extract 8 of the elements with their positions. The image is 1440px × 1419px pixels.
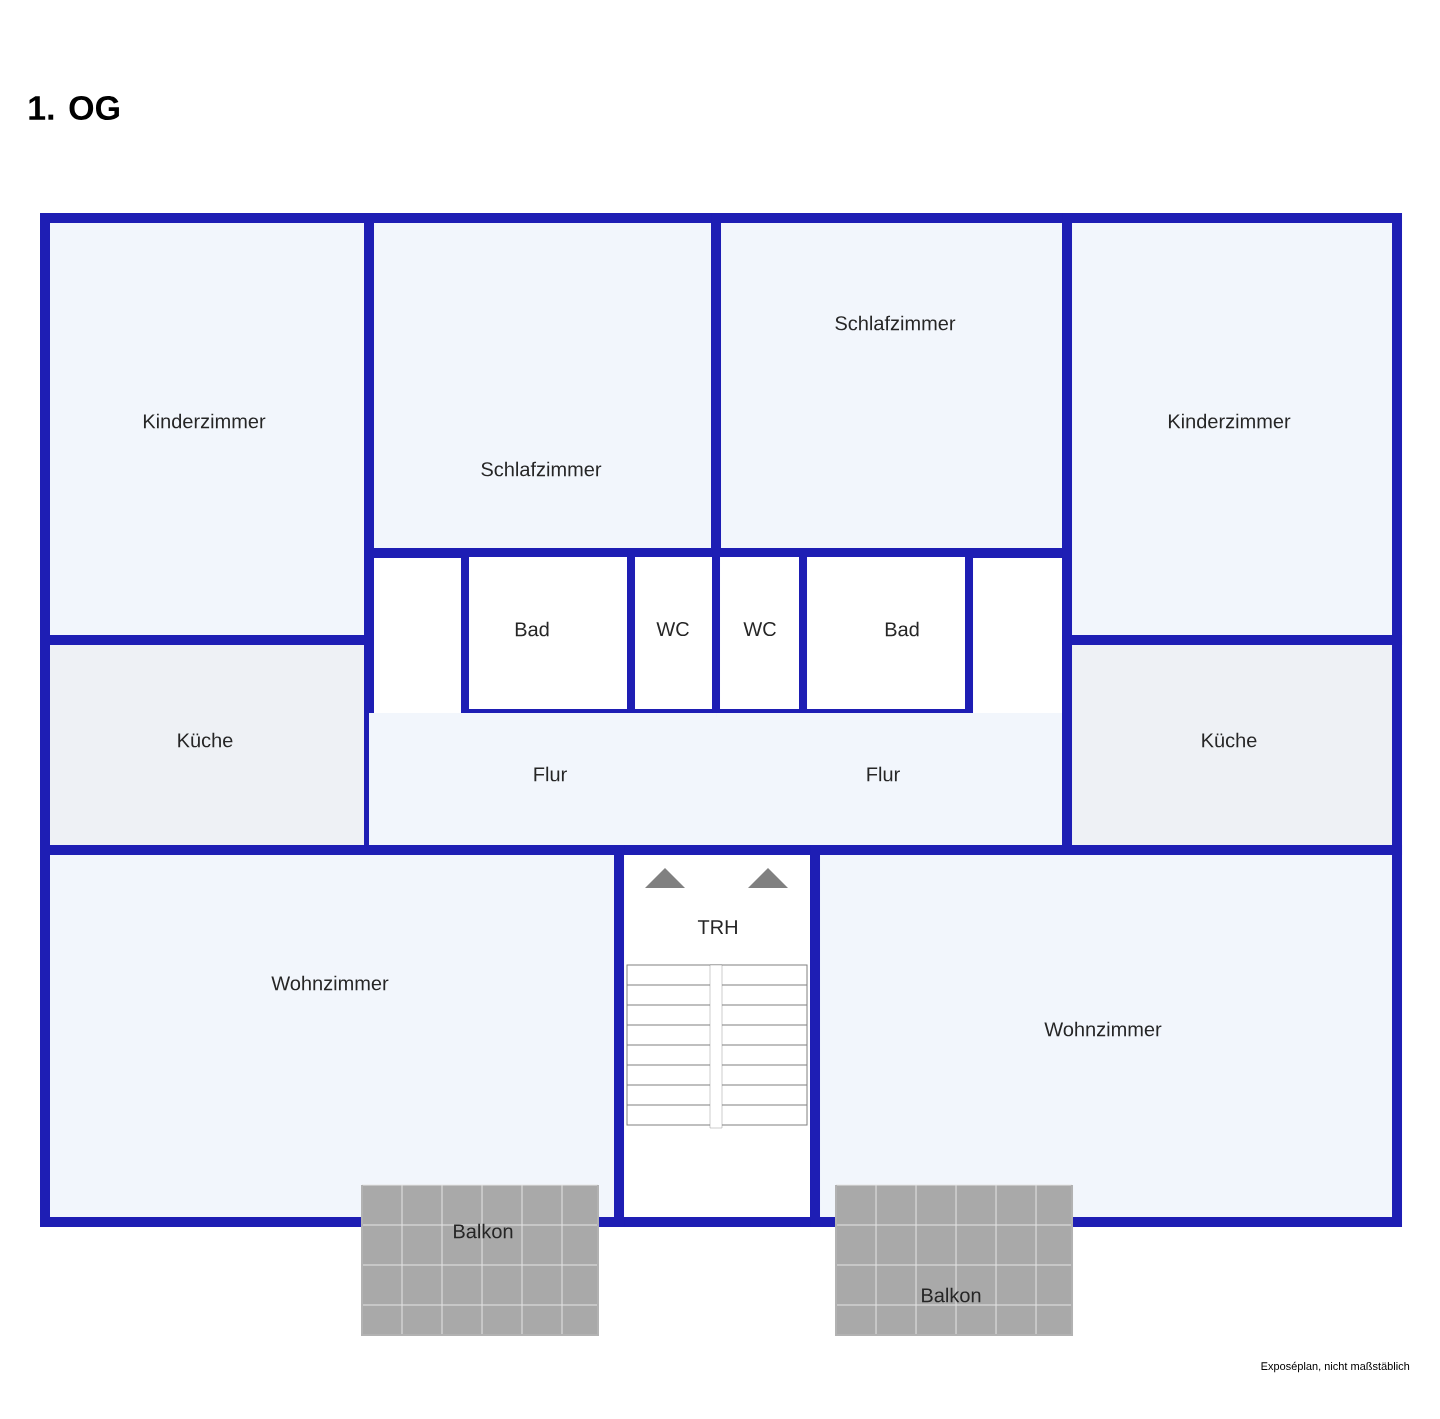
node-label: Flur bbox=[534, 766, 567, 782]
room: Balkon bbox=[361, 1184, 599, 1336]
note: Exposéplan, nicht maßstäblich bbox=[1261, 1361, 1410, 1373]
room: Balkon bbox=[835, 1184, 1073, 1336]
room: Flur bbox=[369, 713, 716, 850]
node-label: Flur bbox=[867, 766, 900, 782]
room: Flur bbox=[716, 713, 1067, 850]
page-title: 1. OG bbox=[29, 95, 119, 121]
